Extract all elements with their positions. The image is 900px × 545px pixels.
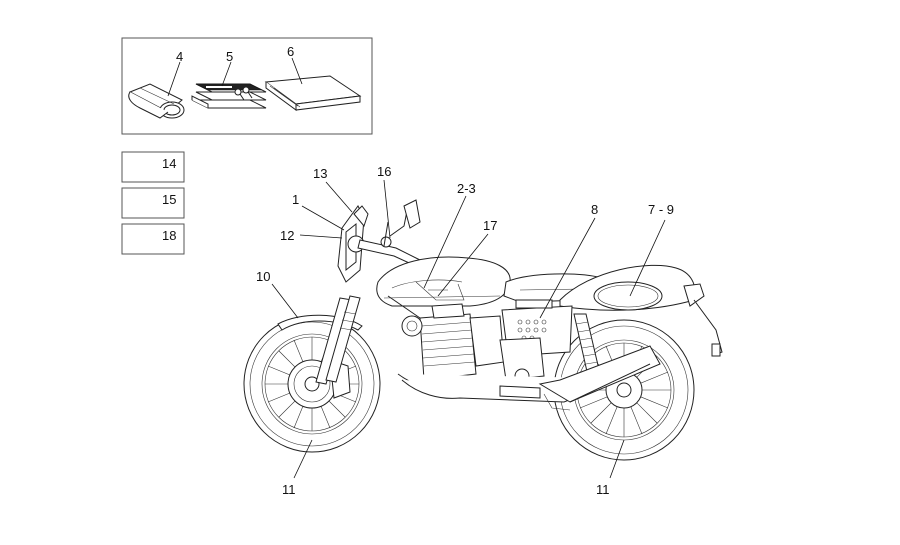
accessories-box: 4 5 6 (121, 37, 373, 135)
box-15: 15 (121, 187, 185, 219)
motorcycle-drawing: 1 12 13 16 2-3 17 8 7 - 9 10 11 11 (243, 164, 723, 497)
engine (401, 303, 545, 384)
svg-text:18: 18 (162, 228, 176, 243)
label-7-9: 7 - 9 (648, 202, 674, 217)
manual-keys-part (191, 83, 267, 109)
frame-exhaust (387, 295, 661, 411)
svg-text:14: 14 (162, 156, 176, 171)
front-fork (315, 295, 361, 385)
fuel-tank (376, 256, 511, 307)
book-part (264, 75, 362, 111)
label-12: 12 (280, 228, 294, 243)
label-11-front: 11 (282, 482, 296, 497)
leader-lines (271, 179, 666, 479)
label-1: 1 (292, 192, 299, 207)
label-6: 6 (287, 44, 294, 59)
label-8: 8 (591, 202, 598, 217)
tail-section (559, 264, 723, 357)
svg-text:15: 15 (162, 192, 176, 207)
label-17: 17 (483, 218, 497, 233)
label-2-3: 2-3 (457, 181, 476, 196)
label-11-rear: 11 (596, 482, 610, 497)
front-wheel (243, 315, 381, 453)
box-14: 14 (121, 151, 185, 183)
handlebars (357, 199, 425, 269)
label-13: 13 (313, 166, 327, 181)
label-10: 10 (256, 269, 270, 284)
label-4: 4 (176, 49, 183, 64)
tool-pouch-part (128, 83, 185, 119)
label-16: 16 (377, 164, 391, 179)
headlight-cowl (337, 205, 369, 283)
box-18: 18 (121, 223, 185, 255)
label-5: 5 (226, 49, 233, 64)
